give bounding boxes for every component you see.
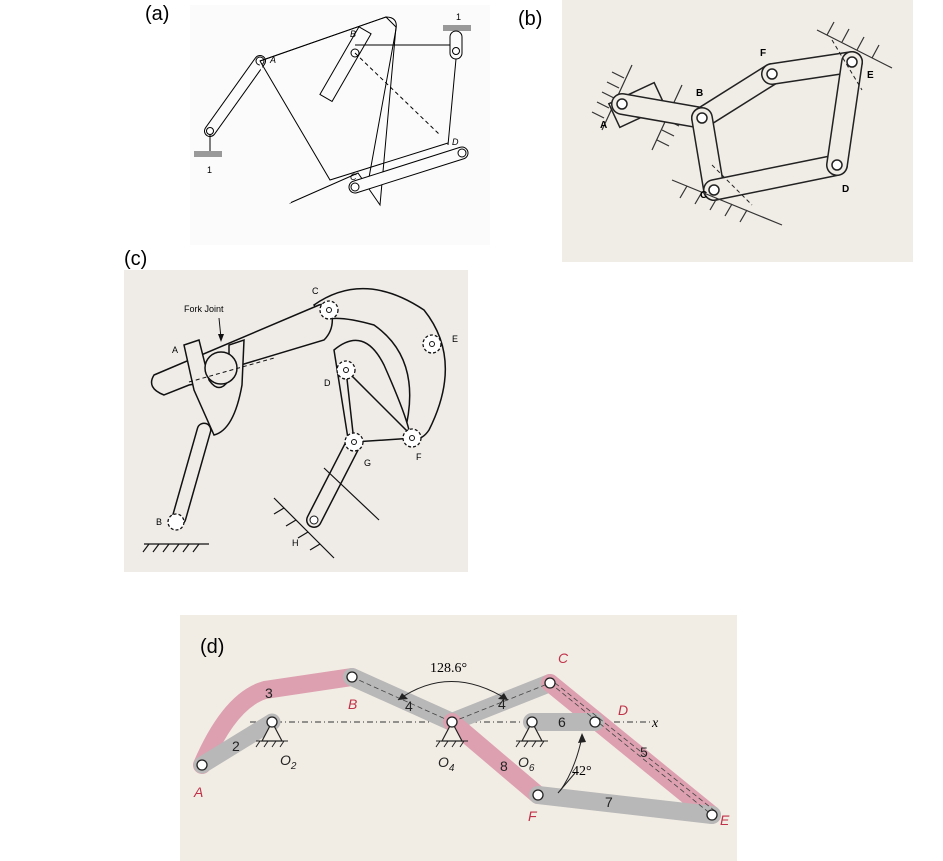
mechanism-a-drawing: 1 1 A B C D xyxy=(190,5,490,245)
point-e-label-c: E xyxy=(452,334,458,344)
panel-a-figure: 1 1 A B C D xyxy=(190,5,490,245)
point-d-label-c: D xyxy=(324,378,331,388)
link-8-label: 8 xyxy=(500,758,508,774)
point-a-label: A xyxy=(269,55,276,65)
point-a-label-d: A xyxy=(193,784,203,800)
point-a-label-b: A xyxy=(600,120,607,131)
ground-left-a-label: 1 xyxy=(207,165,212,175)
link-6-label: 6 xyxy=(558,714,566,730)
link-2-label: 2 xyxy=(232,738,240,754)
pivot-o6-label: O6 xyxy=(518,754,535,774)
point-d-label-b: D xyxy=(842,184,849,195)
point-e-label-d: E xyxy=(720,812,730,828)
x-axis-label: x xyxy=(651,716,659,731)
ground-c-b xyxy=(671,179,783,226)
link-4a-label: 4 xyxy=(405,698,413,714)
panel-b-label: (b) xyxy=(518,8,543,30)
pivot-o2-label: O2 xyxy=(280,752,297,772)
angle-top-label: 128.6° xyxy=(430,661,467,676)
point-a-label-c: A xyxy=(172,345,178,355)
point-f-label-b: F xyxy=(760,48,766,59)
link-7-d xyxy=(529,786,721,824)
mechanism-c-drawing: Fork Joint A B C D E F G H xyxy=(142,286,458,559)
point-b-label-b: B xyxy=(696,88,703,99)
curved-link-c xyxy=(312,288,446,440)
ground-left-a xyxy=(194,151,222,157)
panel-d-figure: (d) 128.6° 42° x A B C D E F O2 O4 O6 2 … xyxy=(180,615,737,861)
ground-h-c xyxy=(273,467,380,559)
link-3-label: 3 xyxy=(265,685,273,701)
fork-joint-label: Fork Joint xyxy=(184,304,224,314)
ground-e-b xyxy=(816,21,893,69)
ground-b-c xyxy=(142,543,209,553)
link-2-d xyxy=(193,713,281,774)
mechanism-b-drawing: A B C D E F xyxy=(591,21,893,226)
point-g-label-c: G xyxy=(364,458,371,468)
point-d-label: D xyxy=(452,137,459,147)
point-f-label-d: F xyxy=(528,808,538,824)
angle-bottom-label: 42° xyxy=(572,764,592,779)
point-c-label-d: C xyxy=(558,650,569,666)
link-5-label: 5 xyxy=(640,744,648,760)
panel-a-label: (a) xyxy=(145,3,170,25)
point-d-label-d: D xyxy=(618,702,628,718)
mechanism-d-drawing: (d) 128.6° 42° x A B C D E F O2 O4 O6 2 … xyxy=(193,636,730,828)
point-h-label-c: H xyxy=(292,538,299,548)
point-c-label: C xyxy=(350,172,357,182)
panel-d-label: (d) xyxy=(200,636,224,658)
ground-right-a-label: 1 xyxy=(456,12,461,22)
point-f-label-c: F xyxy=(416,452,422,462)
panel-b-figure: A B C D E F xyxy=(562,0,913,262)
point-c-label-c: C xyxy=(312,286,319,296)
point-b-label-c: B xyxy=(156,517,162,527)
link-4b-label: 4 xyxy=(498,696,506,712)
panel-c-label: (c) xyxy=(124,248,148,270)
link-7-label: 7 xyxy=(605,794,613,810)
ground-right-a xyxy=(443,25,471,31)
link-8-d xyxy=(443,713,547,804)
point-b-label-d: B xyxy=(348,696,357,712)
panel-c-figure: Fork Joint A B C D E F G H xyxy=(124,270,468,572)
point-c-label-b: C xyxy=(700,190,707,201)
link-3-d xyxy=(193,668,361,774)
pivot-o4-label: O4 xyxy=(438,754,455,774)
point-b-label: B xyxy=(350,29,356,39)
point-e-label-b: E xyxy=(867,70,874,81)
